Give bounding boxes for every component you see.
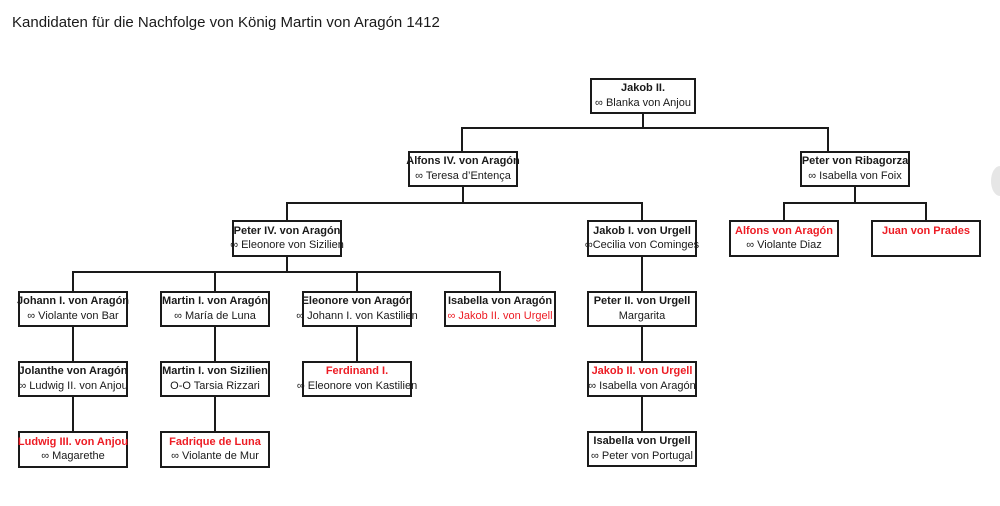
person-spouse: ∞ Violante von Bar [27, 309, 119, 322]
connector-horizontal [462, 127, 829, 129]
connector-vertical [286, 202, 288, 220]
connector-vertical [214, 327, 216, 361]
connector-vertical [925, 202, 927, 220]
connector-horizontal [783, 202, 927, 204]
page-title: Kandidaten für die Nachfolge von König M… [12, 14, 440, 31]
connector-vertical [462, 187, 464, 204]
person-spouse: ∞ Violante de Mur [171, 450, 259, 463]
person-spouse: ∞ Isabella von Foix [808, 169, 902, 182]
person-spouse: ∞ Ludwig II. von Anjou [18, 379, 128, 392]
person-spouse: ∞Cecilia von Cominges [584, 239, 700, 252]
person-box-johann1: Johann I. von Aragón∞ Violante von Bar [16, 291, 130, 327]
person-name: Martin I. von Sizilien [162, 365, 268, 378]
person-name: Isabella von Aragón [447, 295, 553, 308]
person-box-martin1a: Martin I. von Aragón∞ María de Luna [160, 291, 270, 327]
person-spouse [924, 240, 927, 251]
person-box-jakob1u: Jakob I. von Urgell ∞Cecilia von Cominges [584, 220, 700, 257]
person-box-jolanthe: Jolanthe von Aragón∞ Ludwig II. von Anjo… [18, 361, 128, 397]
person-spouse: ∞ Jakob II. von Urgell [447, 309, 553, 322]
person-name: Ferdinand I. [325, 365, 389, 378]
person-box-isabellaA: Isabella von Aragón∞ Jakob II. von Urgel… [444, 291, 556, 327]
person-name: Alfons von Aragón [735, 224, 833, 237]
connector-vertical [356, 327, 358, 361]
person-name: Jakob I. von Urgell [593, 224, 691, 237]
person-name: Jakob II. von Urgell [591, 365, 693, 378]
person-box-ferdinand: Ferdinand I.∞ Eleonore von Kastilien [297, 361, 417, 397]
person-name: Peter II. von Urgell [593, 295, 691, 308]
person-box-eleonoreA: Eleonore von Aragón∞ Johann I. von Kasti… [296, 291, 418, 327]
connector-horizontal [72, 271, 501, 273]
connector-vertical [214, 397, 216, 431]
connector-vertical [641, 397, 643, 431]
connector-vertical [72, 397, 74, 431]
person-box-alfons4: Alfons IV. von Aragón∞ Teresa d’Entença [406, 151, 520, 187]
person-box-ludwig3: Ludwig III. von Anjou ∞ Magarethe [18, 431, 128, 468]
person-spouse: ∞ Teresa d’Entença [415, 169, 511, 182]
connector-vertical [641, 202, 643, 220]
person-box-jakob2u: Jakob II. von Urgell∞ Isabella von Aragó… [587, 361, 697, 397]
person-spouse: ∞ Isabella von Aragón [588, 379, 696, 392]
person-spouse: ∞ Peter von Portugal [590, 449, 693, 462]
person-name: Ludwig III. von Anjou [17, 435, 129, 448]
person-box-peter4: Peter IV. von Aragón ∞ Eleonore von Sizil… [230, 220, 344, 257]
person-name: Fadrique de Luna [169, 435, 261, 448]
connector-vertical [461, 127, 463, 151]
connector-vertical [72, 327, 74, 361]
person-name: Jolanthe von Aragón [18, 365, 128, 378]
person-spouse: ∞ Eleonore von Kastilien [296, 379, 418, 392]
person-name: Juan von Prades [881, 224, 971, 237]
person-box-juan: Juan von Prades [871, 220, 981, 257]
person-name: Martin I. von Aragón [162, 295, 268, 308]
person-name: Eleonore von Aragón [301, 295, 413, 308]
connector-vertical [641, 327, 643, 361]
person-box-ribagorza: Peter von Ribagorza∞ Isabella von Foix [800, 151, 910, 187]
person-spouse: ∞ María de Luna [174, 309, 256, 322]
connector-vertical [783, 202, 785, 220]
person-spouse: ∞ Blanka von Anjou [595, 96, 691, 109]
person-box-alfonsA: Alfons von Aragón ∞ Violante Diaz [729, 220, 839, 257]
connector-vertical [854, 187, 856, 204]
person-name: Jakob II. [620, 82, 666, 95]
person-name: Johann I. von Aragón [16, 295, 130, 308]
connector-vertical [356, 271, 358, 291]
person-box-fadrique: Fadrique de Luna ∞ Violante de Mur [160, 431, 270, 468]
person-name: Isabella von Urgell [593, 435, 691, 448]
connector-vertical [214, 271, 216, 291]
connector-vertical [286, 257, 288, 273]
person-spouse: ∞ Eleonore von Sizilien [230, 239, 344, 252]
person-name: Peter von Ribagorza [801, 155, 909, 168]
connector-vertical [641, 257, 643, 291]
connector-vertical [827, 127, 829, 151]
person-spouse: ∞ Magarethe [41, 450, 105, 463]
scan-artifact [991, 166, 1000, 196]
person-spouse: O-O Tarsia Rizzari [170, 379, 260, 392]
person-name: Peter IV. von Aragón [233, 224, 341, 237]
connector-horizontal [286, 202, 643, 204]
connector-vertical [642, 114, 644, 129]
person-name: Alfons IV. von Aragón [406, 155, 520, 168]
connector-vertical [499, 271, 501, 291]
person-spouse: ∞ Violante Diaz [746, 239, 822, 252]
person-box-isabellaU: Isabella von Urgell∞ Peter von Portugal [587, 431, 697, 467]
connector-vertical [72, 271, 74, 291]
person-spouse: Margarita [618, 309, 666, 322]
person-box-jakob2: Jakob II.∞ Blanka von Anjou [590, 78, 696, 114]
person-spouse: ∞ Johann I. von Kastilien [296, 309, 418, 322]
